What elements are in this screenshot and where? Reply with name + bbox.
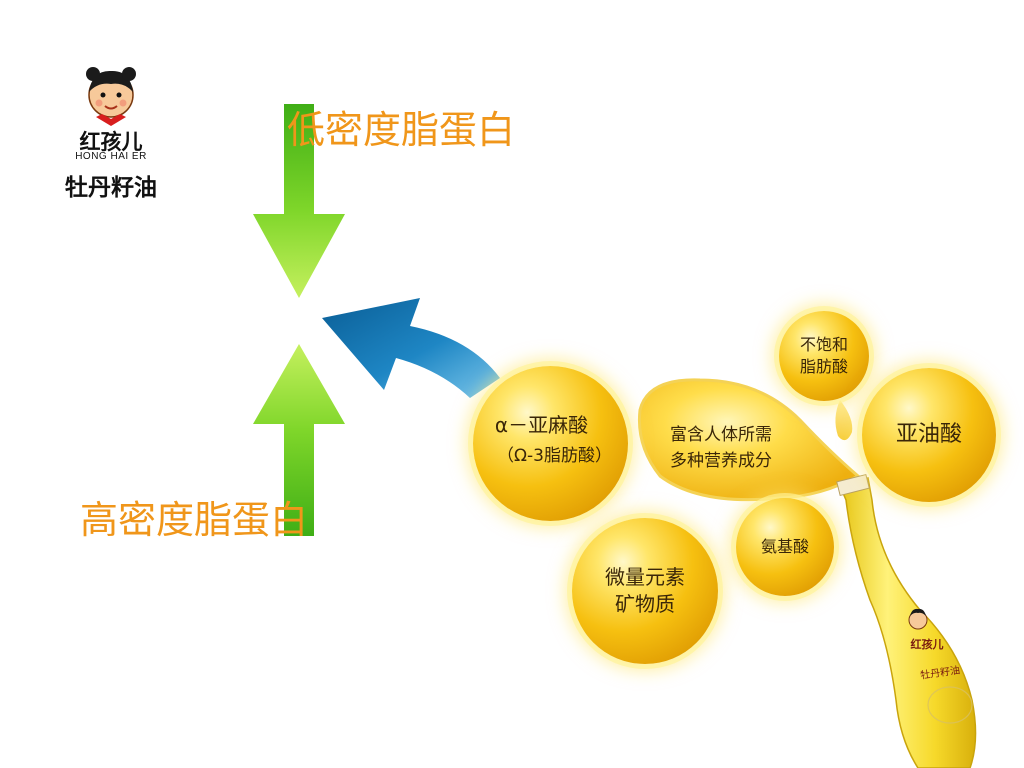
product-name: 牡丹籽油: [65, 174, 157, 201]
brand-logo: 红孩儿 HONG HAI ER 牡丹籽油: [52, 62, 170, 202]
bubble-unsat-line2: 脂肪酸: [799, 357, 848, 376]
bubble-linoleic-label: 亚油酸: [895, 422, 962, 448]
bottle-peony-icon: [927, 686, 973, 724]
bubble-trace-line1: 微量元素: [605, 565, 685, 589]
bubble-trace-line2: 矿物质: [615, 592, 675, 616]
drop-caption: 富含人体所需 多种营养成分: [646, 422, 796, 474]
mascot-boy-icon: [86, 67, 136, 126]
bubble-alpha-linolenic: α－亚麻酸 （Ω-3脂肪酸）: [473, 366, 628, 521]
blue-curved-arrow: [322, 298, 500, 398]
bottle-cap: [836, 473, 870, 497]
bottle-mascot-hair: [910, 608, 926, 616]
bubble-trace-elements: 微量元素 矿物质: [572, 518, 718, 664]
brand-name-cn: 红孩儿: [79, 130, 143, 154]
bubble-unsaturated-fatty-acid: 不饱和 脂肪酸: [779, 311, 869, 401]
oil-drop: [637, 378, 861, 502]
bubble-linoleic-acid: 亚油酸: [862, 368, 996, 502]
green-up-arrow: [253, 344, 345, 536]
bubble-unsat-line1: 不饱和: [799, 335, 848, 355]
green-down-arrow: [253, 104, 345, 298]
brand-name-en: HONG HAI ER: [75, 151, 147, 162]
hdl-title: 高密度脂蛋白: [80, 498, 309, 542]
oil-bottle: [838, 477, 977, 768]
bubble-alpha-line1: α－亚麻酸: [494, 413, 589, 437]
bubble-amino-acid: 氨基酸: [736, 498, 834, 596]
ldl-title: 低密度脂蛋白: [287, 108, 516, 152]
bottle-brand-cn: 红孩儿: [910, 638, 944, 651]
drop-caption-line1: 富含人体所需: [670, 425, 772, 445]
bubble-amino-label: 氨基酸: [760, 537, 809, 557]
oil-tear: [835, 400, 853, 441]
drop-caption-line2: 多种营养成分: [670, 451, 772, 471]
bubble-alpha-line2: （Ω-3脂肪酸）: [497, 446, 612, 466]
